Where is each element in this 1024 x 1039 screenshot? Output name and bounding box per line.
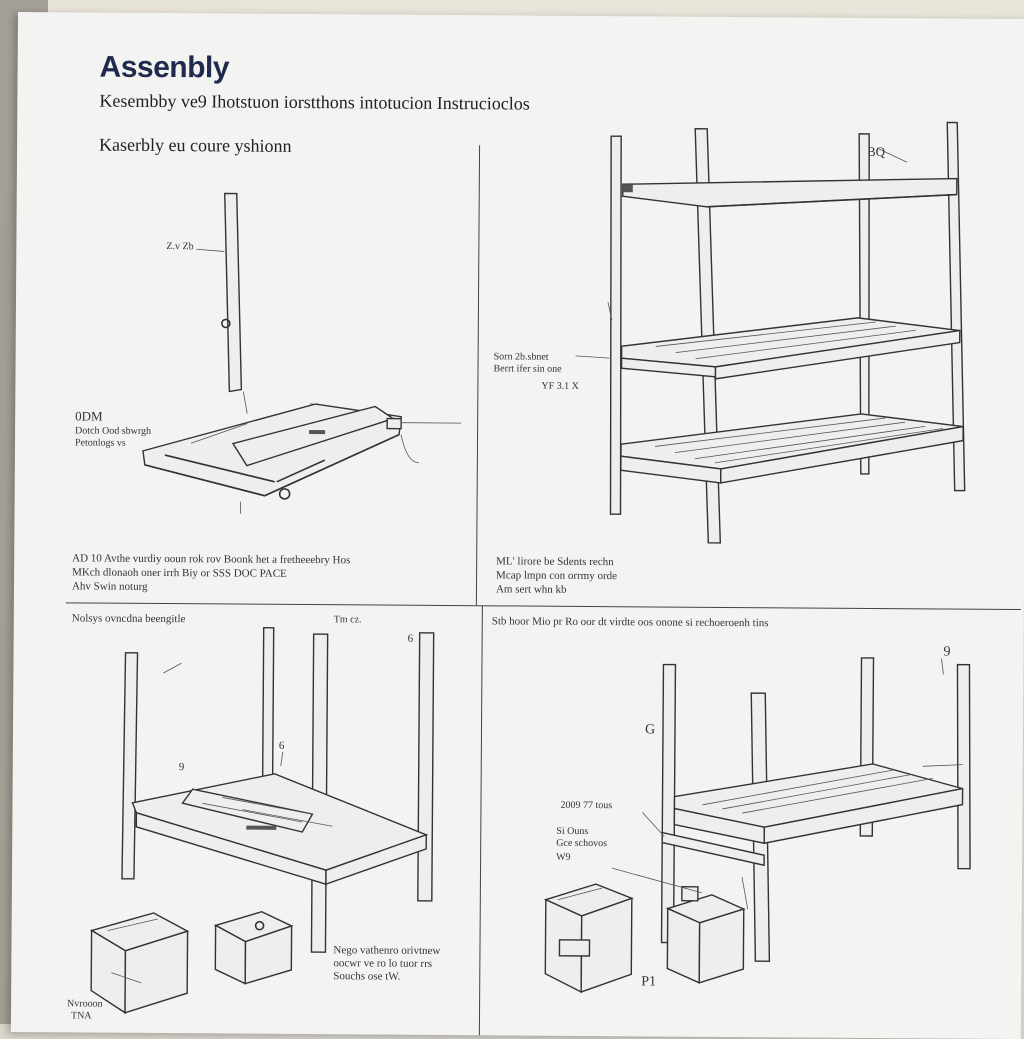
box-drawing — [545, 884, 632, 993]
bed-base-drawing — [143, 403, 462, 515]
assembly-drawings — [11, 12, 1024, 1039]
post-drawing — [195, 193, 249, 413]
box-drawing — [91, 913, 188, 1014]
shelf-frame-drawing — [574, 120, 967, 545]
bed-frame-drawing — [121, 627, 433, 953]
box-drawing — [215, 911, 292, 984]
instruction-sheet: Assenbly Kesembby ve9 Ihotstuon iorsttho… — [11, 12, 1024, 1039]
